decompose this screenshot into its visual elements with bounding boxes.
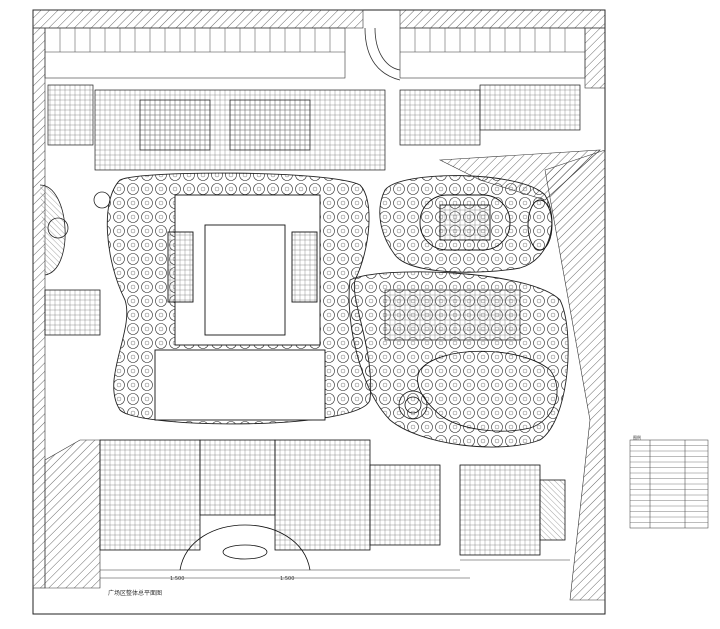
west-features (39, 184, 111, 336)
drawing-title: 广场区整体总平面图 (108, 590, 163, 597)
lower-arc-entry (179, 524, 311, 571)
road-curve (364, 27, 401, 81)
parking-stalls (59, 28, 566, 52)
scale-note-left: 1:500 (170, 576, 185, 582)
legend-heading: 图例 (633, 435, 641, 440)
upper-buildings (47, 84, 581, 171)
east-tower (384, 289, 521, 341)
bottom-stalls (100, 559, 570, 579)
central-plaza (154, 194, 326, 421)
water-garden (398, 350, 558, 432)
legend-rows (630, 445, 708, 523)
oval-pavilion (419, 194, 553, 251)
lower-buildings (99, 439, 566, 556)
hatched-boundary (32, 9, 606, 601)
scale-note-right: 1:500 (280, 576, 295, 582)
